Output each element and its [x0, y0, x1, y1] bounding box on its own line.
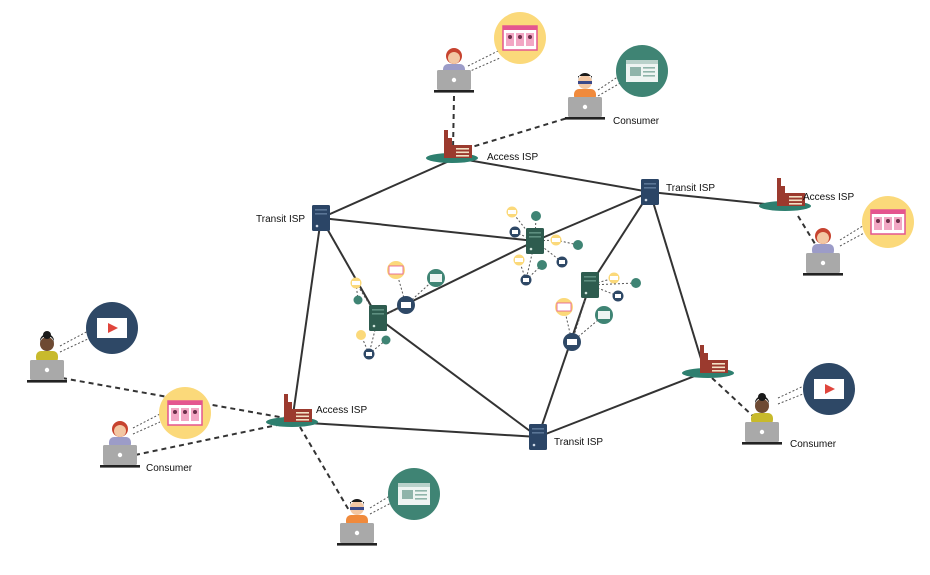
- factory-icon: [426, 130, 478, 163]
- laptop-icon: [565, 97, 605, 120]
- link: [320, 217, 536, 242]
- consumer-label: Consumer: [613, 116, 660, 127]
- link: [320, 157, 457, 219]
- laptop-icon: [742, 422, 782, 445]
- person-icon: [574, 73, 596, 101]
- dashed-link: [299, 426, 351, 513]
- link: [291, 217, 322, 423]
- laptop-icon: [434, 70, 474, 93]
- links: [291, 157, 786, 438]
- access-isp-right: Access ISP: [759, 178, 854, 211]
- transit-isp-label: Transit ISP: [554, 437, 603, 448]
- link: [455, 157, 651, 193]
- consumer-bottom: [337, 468, 440, 546]
- consumer-left: Consumer: [100, 386, 212, 474]
- link: [649, 191, 706, 373]
- person-icon: [36, 331, 58, 363]
- access-isp-left: Access ISP: [266, 394, 367, 427]
- dashed-link: [61, 377, 286, 419]
- transit-isp-left: Transit ISP: [256, 205, 330, 231]
- link: [537, 284, 591, 438]
- factory-icon: [682, 345, 734, 378]
- link: [589, 191, 651, 286]
- server-icon: [529, 424, 547, 450]
- access-isp-label: Access ISP: [803, 192, 854, 203]
- video-thumbnails-bubble: [493, 11, 547, 65]
- laptop-icon: [803, 253, 843, 276]
- link: [377, 317, 539, 438]
- consumer-label: Consumer: [146, 463, 193, 474]
- factory-icon: [266, 394, 318, 427]
- video-player-bubble: [86, 302, 138, 354]
- access-isp-label: Access ISP: [316, 405, 367, 416]
- dashed-link: [134, 423, 283, 456]
- consumer-top: [434, 11, 547, 93]
- content-cluster-right: [555, 272, 641, 351]
- link: [534, 191, 651, 242]
- consumer-bottom-right: Consumer: [742, 363, 855, 450]
- person-icon: [812, 228, 834, 256]
- link: [320, 217, 379, 319]
- person-icon: [346, 499, 368, 527]
- access-isp-top: Access ISP: [426, 130, 538, 163]
- consumer-links: [61, 95, 821, 513]
- consumer-top-right: Consumer: [565, 45, 668, 127]
- transit-isp-label: Transit ISP: [256, 214, 305, 225]
- web-page-bubble: [616, 45, 668, 97]
- video-thumbnails-bubble: [158, 386, 212, 440]
- transit-isp-label: Transit ISP: [666, 183, 715, 194]
- content-cluster-left: [350, 261, 445, 360]
- transit-isp-bottom: Transit ISP: [529, 424, 603, 450]
- content-server-icon: [526, 228, 544, 254]
- laptop-icon: [27, 360, 67, 383]
- content-cluster-center: [506, 206, 583, 286]
- transit-isp-top-right: Transit ISP: [641, 179, 715, 205]
- video-player-bubble: [803, 363, 855, 415]
- content-server-icon: [369, 305, 387, 331]
- web-page-bubble: [388, 468, 440, 520]
- dashed-link: [461, 115, 575, 151]
- access-isp-label: Access ISP: [487, 152, 538, 163]
- link: [291, 421, 539, 438]
- person-icon: [751, 393, 773, 425]
- dashed-link: [452, 95, 455, 151]
- consumer-label: Consumer: [790, 439, 837, 450]
- dashed-link: [711, 377, 756, 419]
- dashed-link: [797, 215, 821, 253]
- laptop-icon: [100, 445, 140, 468]
- content-server-icon: [581, 272, 599, 298]
- laptop-icon: [337, 523, 377, 546]
- video-thumbnails-bubble: [861, 195, 915, 249]
- consumer-left-top: [27, 302, 138, 383]
- person-icon: [109, 421, 131, 449]
- server-icon: [641, 179, 659, 205]
- access-isp-bottom-right: [682, 345, 734, 378]
- server-icon: [312, 205, 330, 231]
- link: [537, 371, 706, 438]
